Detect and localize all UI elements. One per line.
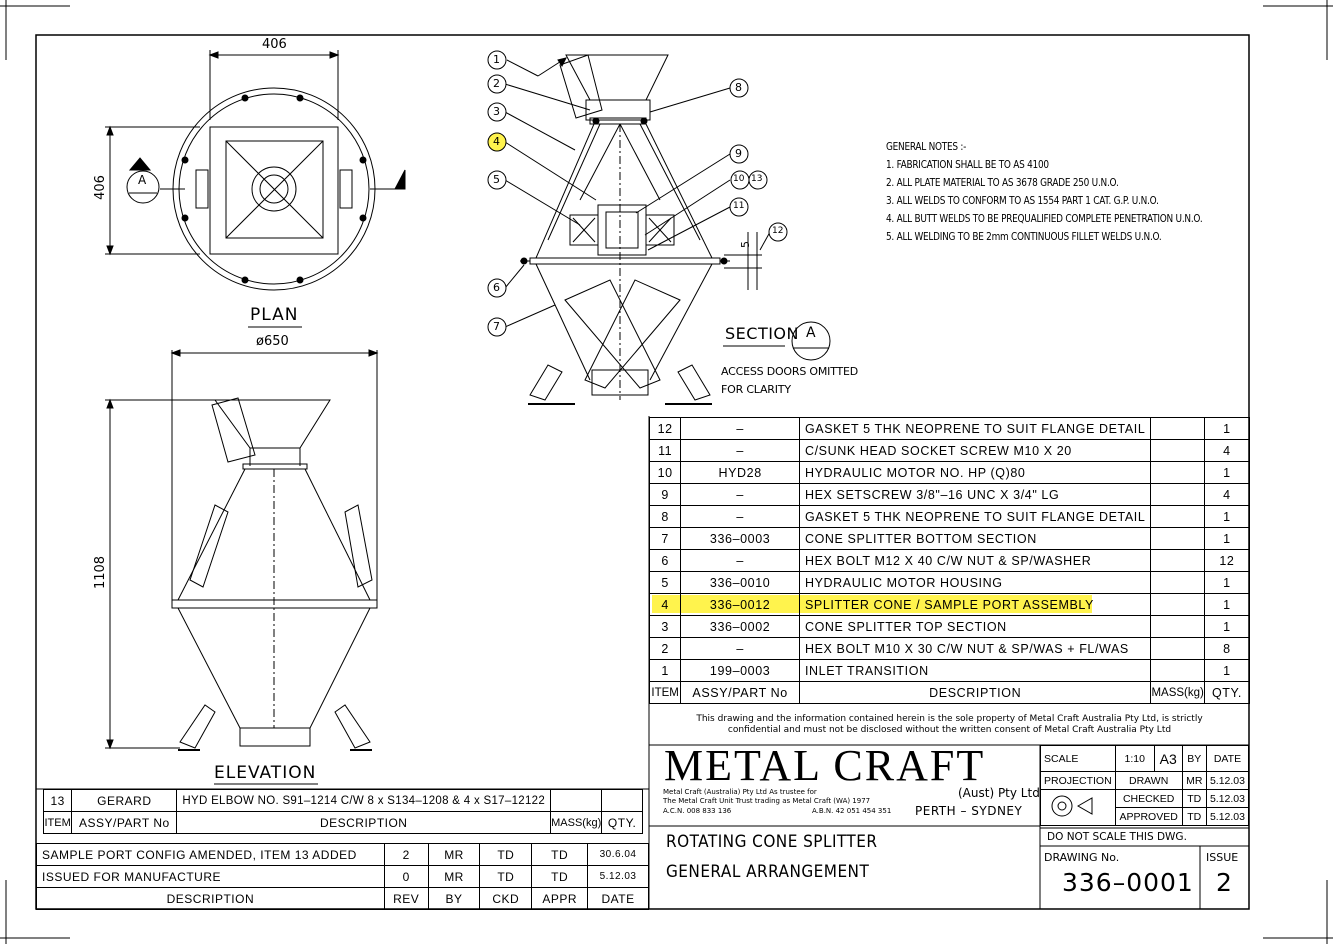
company-legal-2: The Metal Craft Unit Trust trading as Me… xyxy=(663,797,871,805)
drawing-title-line1: ROTATING CONE SPLITTER xyxy=(666,832,878,852)
issue-number: 2 xyxy=(1216,868,1232,897)
projection-symbol-cell xyxy=(1040,789,1116,826)
general-notes-heading: GENERAL NOTES :- xyxy=(886,141,967,153)
date-label: DATE xyxy=(1205,745,1250,772)
checked-label: CHECKED xyxy=(1114,789,1183,808)
checked-date: 5.12.03 xyxy=(1205,789,1250,808)
confidentiality-line1: This drawing and the information contain… xyxy=(696,714,1203,724)
sheet-size: A3 xyxy=(1153,745,1183,772)
checked-by: TD xyxy=(1181,789,1207,808)
drawn-label: DRAWN xyxy=(1114,771,1183,790)
drawing-number: 336–0001 xyxy=(1062,868,1194,897)
general-notes: GENERAL NOTES :- 1. FABRICATION SHALL BE… xyxy=(886,138,1258,246)
drawing-title-line2: GENERAL ARRANGEMENT xyxy=(666,862,870,882)
balloon-5: 5 xyxy=(493,173,500,186)
table-row: 12–GASKET 5 THK NEOPRENE TO SUIT FLANGE … xyxy=(648,417,1251,440)
plan-height-dimension: 406 xyxy=(92,175,108,200)
item-balloons xyxy=(487,50,788,337)
general-note-1: 1. FABRICATION SHALL BE TO AS 4100 xyxy=(886,159,1049,171)
drawn-by: MR xyxy=(1181,771,1207,790)
section-view xyxy=(504,54,831,405)
table-header: ITEM ASSY/PART No DESCRIPTION MASS(kg) Q… xyxy=(42,811,643,834)
balloon-8: 8 xyxy=(735,81,742,94)
do-not-scale-note: DO NOT SCALE THIS DWG. xyxy=(1047,831,1187,843)
elevation-height-dimension: 1108 xyxy=(93,555,109,590)
plan-section-marker: A xyxy=(138,173,147,187)
company-logo: METAL CRAFT xyxy=(664,741,986,790)
table-row: ISSUED FOR MANUFACTURE 0 MR TD TD 5.12.0… xyxy=(36,865,649,888)
balloon-1: 1 xyxy=(493,53,500,66)
table-row: 2–HEX BOLT M10 X 30 C/W NUT & SP/WAS + F… xyxy=(648,637,1251,660)
title-block-info: SCALE 1:10 A3 BY DATE PROJECTION DRAWN M… xyxy=(1040,745,1250,826)
approved-label: APPROVED xyxy=(1114,807,1183,826)
elevation-view xyxy=(105,349,379,785)
section-note-line1: ACCESS DOORS OMITTED xyxy=(721,365,859,378)
table-header: DESCRIPTION REV BY CKD APPR DATE xyxy=(36,887,649,910)
issue-label: ISSUE xyxy=(1206,851,1239,864)
scale-value: 1:10 xyxy=(1114,745,1155,772)
table-row: 8–GASKET 5 THK NEOPRENE TO SUIT FLANGE D… xyxy=(648,505,1251,528)
company-abn: A.B.N. 42 051 454 351 xyxy=(812,807,892,815)
confidentiality-notice: This drawing and the information contain… xyxy=(649,714,1250,736)
general-note-3: 3. ALL WELDS TO CONFORM TO AS 1554 PART … xyxy=(886,195,1159,207)
confidentiality-line2: confidential and must not be disclosed w… xyxy=(727,725,1172,735)
balloon-3: 3 xyxy=(493,105,500,118)
bill-of-materials-extra: 13 GERARD HYD ELBOW NO. S91–1214 C/W 8 x… xyxy=(42,789,643,834)
revision-table: SAMPLE PORT CONFIG AMENDED, ITEM 13 ADDE… xyxy=(36,843,649,910)
section-view-label: SECTION xyxy=(725,324,799,343)
general-note-5: 5. ALL WELDING TO BE 2mm CONTINUOUS FILL… xyxy=(886,231,1162,243)
drawn-date: 5.12.03 xyxy=(1205,771,1250,790)
plan-view xyxy=(105,50,406,328)
plan-diameter-dimension: ø650 xyxy=(256,334,289,349)
section-note-line2: FOR CLARITY xyxy=(721,383,791,396)
general-note-2: 2. ALL PLATE MATERIAL TO AS 3678 GRADE 2… xyxy=(886,177,1119,189)
balloon-2: 2 xyxy=(493,77,500,90)
balloon-11: 11 xyxy=(733,201,745,211)
scale-label: SCALE xyxy=(1040,745,1116,772)
balloon-10: 10 xyxy=(733,174,745,184)
balloon-13: 13 xyxy=(751,174,763,184)
by-label: BY xyxy=(1181,745,1207,772)
balloon-4: 4 xyxy=(493,135,500,148)
table-row: 13 GERARD HYD ELBOW NO. S91–1214 C/W 8 x… xyxy=(42,789,643,812)
approved-date: 5.12.03 xyxy=(1205,807,1250,826)
company-suffix: (Aust) Pty Ltd xyxy=(958,786,1040,800)
elevation-view-label: ELEVATION xyxy=(214,763,317,783)
weld-size-dimension: 5 xyxy=(739,241,752,248)
projection-label: PROJECTION xyxy=(1040,771,1116,790)
balloon-7: 7 xyxy=(493,320,500,333)
plan-view-label: PLAN xyxy=(250,305,299,325)
company-acn: A.C.N. 008 833 136 xyxy=(663,807,732,815)
general-note-4: 4. ALL BUTT WELDS TO BE PREQUALIFIED COM… xyxy=(886,213,1203,225)
bill-of-materials: 12–GASKET 5 THK NEOPRENE TO SUIT FLANGE … xyxy=(648,417,1251,704)
drawing-number-label: DRAWING No. xyxy=(1044,851,1120,864)
approved-by: TD xyxy=(1181,807,1207,826)
balloon-12: 12 xyxy=(772,226,784,236)
balloon-9: 9 xyxy=(735,147,742,160)
table-row: SAMPLE PORT CONFIG AMENDED, ITEM 13 ADDE… xyxy=(36,843,649,866)
company-locations: PERTH – SYDNEY xyxy=(915,804,1023,818)
plan-width-dimension: 406 xyxy=(262,37,287,52)
company-legal-1: Metal Craft (Australia) Pty Ltd As trust… xyxy=(663,788,817,796)
section-marker-letter: A xyxy=(806,325,816,341)
balloon-6: 6 xyxy=(493,281,500,294)
